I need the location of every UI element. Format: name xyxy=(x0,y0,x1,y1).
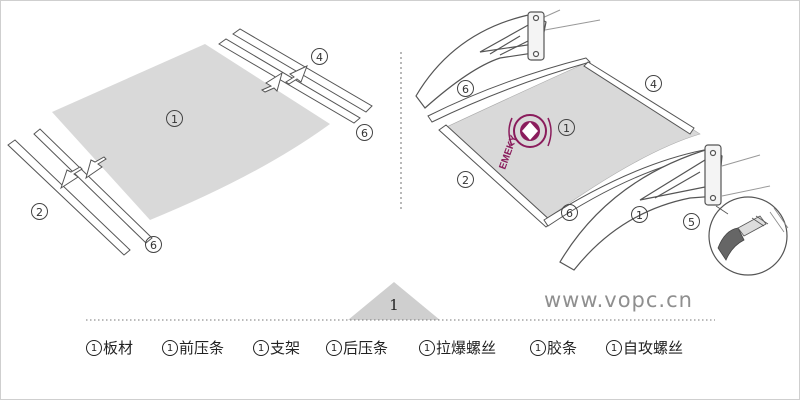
legend-label: 后压条 xyxy=(343,339,389,357)
legend-num: 1 xyxy=(162,340,178,356)
wall-line-2 xyxy=(544,19,601,31)
callout-right-bottom-bar: 2 xyxy=(457,171,474,188)
wall-line-3 xyxy=(721,154,761,167)
legend-label: 自攻螺丝 xyxy=(623,339,684,357)
left-bottom-arrows xyxy=(60,156,107,190)
emeky-logo xyxy=(508,114,552,148)
figure-number: 1 xyxy=(389,296,399,314)
legend-num: 1 xyxy=(253,340,269,356)
legend-label: 支架 xyxy=(270,339,301,357)
legend-num: 1 xyxy=(86,340,102,356)
callout-right-top-bar: 4 xyxy=(645,75,662,92)
legend-label: 拉爆螺丝 xyxy=(436,339,497,357)
legend-num: 1 xyxy=(530,340,546,356)
figure-triangle xyxy=(348,282,440,320)
callout-left-bottom-bar: 2 xyxy=(31,203,48,220)
callout-right-bracket: 1 xyxy=(631,206,648,223)
left-panel-sheet xyxy=(52,44,330,220)
legend-label: 前压条 xyxy=(179,339,225,357)
right-top-bar xyxy=(427,57,695,135)
legend-label: 胶条 xyxy=(547,339,578,357)
callout-left-top-end: 6 xyxy=(356,124,373,141)
screw-detail-magnifier xyxy=(708,196,789,276)
callout-right-screw: 5 xyxy=(683,213,700,230)
legend-num: 1 xyxy=(419,340,435,356)
website-url: www.vopc.cn xyxy=(544,288,693,312)
upper-bracket xyxy=(415,11,547,109)
legend-num: 1 xyxy=(606,340,622,356)
callout-right-top-end: 6 xyxy=(457,80,474,97)
wall-line-4 xyxy=(721,185,771,197)
callout-right-panel: 1 xyxy=(558,119,575,136)
left-top-arrows xyxy=(260,65,308,93)
detail-leader xyxy=(715,205,729,215)
legend-label: 板材 xyxy=(103,339,134,357)
legend-num: 1 xyxy=(326,340,342,356)
callout-left-panel: 1 xyxy=(166,110,183,127)
callout-left-top-bar: 4 xyxy=(311,48,328,65)
callout-left-bottom-end: 6 xyxy=(145,236,162,253)
callout-right-bottom-end: 6 xyxy=(561,204,578,221)
left-bottom-bar xyxy=(7,128,153,256)
